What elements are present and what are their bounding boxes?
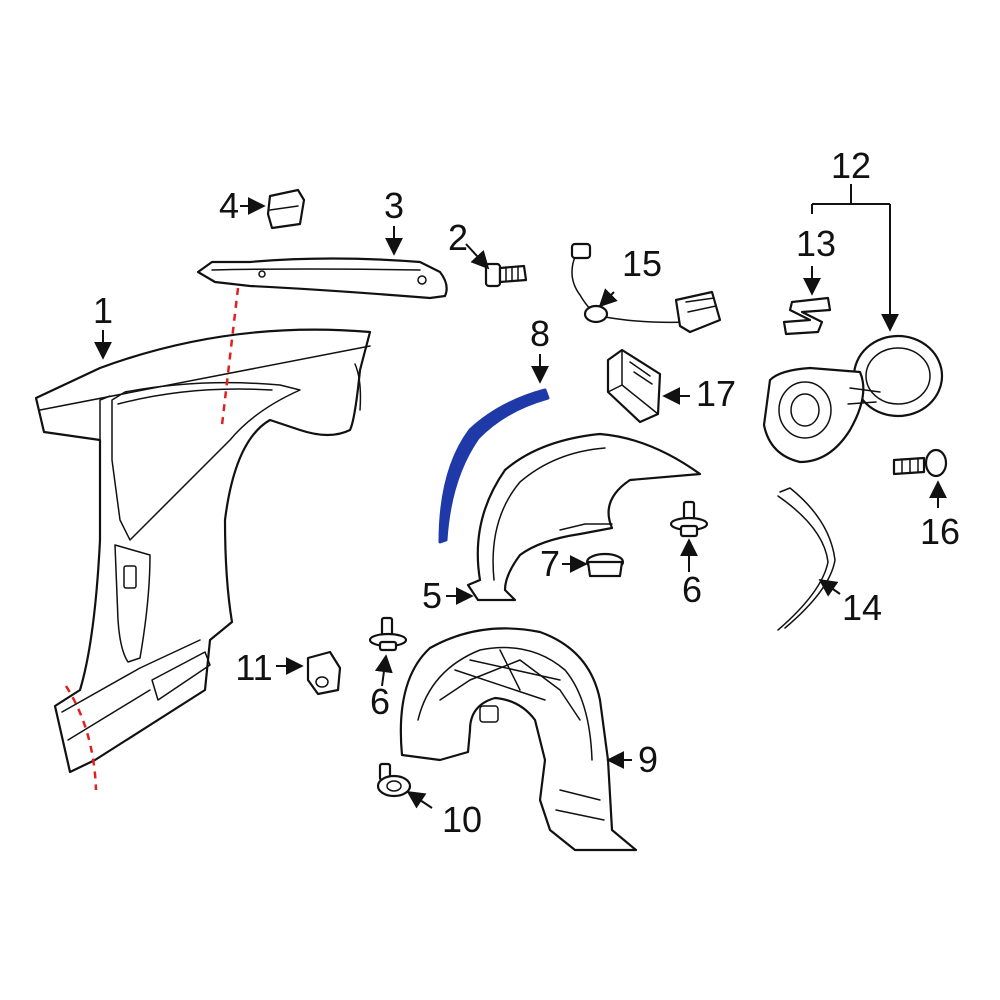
emblem-13[interactable]	[782, 296, 832, 336]
callout-10[interactable]: 10	[442, 799, 482, 840]
callout-15[interactable]: 15	[622, 243, 662, 284]
bolt-2[interactable]	[484, 262, 528, 288]
callout-12[interactable]: 12	[831, 145, 871, 186]
callout-4[interactable]: 4	[219, 185, 239, 226]
callout-8[interactable]: 8	[530, 313, 550, 354]
callout-5[interactable]: 5	[422, 575, 442, 616]
bolt-10[interactable]	[376, 762, 412, 798]
cut-line-roof	[220, 287, 240, 426]
cut-line-rocker	[64, 685, 98, 791]
wheelhouse-liner[interactable]	[399, 627, 638, 852]
wheel-opening-molding[interactable]	[438, 388, 550, 544]
actuator-17[interactable]	[606, 348, 662, 424]
callout-1[interactable]: 1	[93, 290, 113, 331]
callout-11[interactable]: 11	[235, 647, 272, 688]
callout-17[interactable]: 17	[696, 373, 736, 414]
callout-7[interactable]: 7	[540, 543, 560, 584]
push-pin-6-lower[interactable]	[368, 616, 408, 652]
clip-11[interactable]	[306, 650, 342, 696]
callout-3[interactable]: 3	[384, 185, 404, 226]
callout-numbers: 1 2 3 4 5 6 7 8 9 10 11 12 13 14 15 16 1…	[93, 145, 960, 840]
screw-16[interactable]	[892, 448, 948, 478]
callout-6-upper[interactable]: 6	[682, 569, 702, 610]
callout-13[interactable]: 13	[796, 223, 836, 264]
callout-2[interactable]: 2	[448, 217, 468, 258]
wheel-opening-extension[interactable]	[466, 432, 702, 602]
bracket[interactable]	[266, 188, 306, 230]
callout-9[interactable]: 9	[638, 739, 658, 780]
fuel-door-assembly[interactable]	[762, 334, 944, 464]
upper-rail[interactable]	[196, 257, 448, 300]
leader-lines	[94, 184, 947, 809]
quarter-panel[interactable]	[34, 328, 372, 774]
nut-7[interactable]	[585, 552, 625, 578]
wiring-harness[interactable]	[570, 242, 722, 334]
push-pin-6-upper[interactable]	[669, 500, 709, 538]
callout-16[interactable]: 16	[920, 511, 960, 552]
callout-14[interactable]: 14	[842, 587, 882, 628]
drain-hose[interactable]	[777, 487, 836, 631]
callout-6-lower[interactable]: 6	[370, 681, 390, 722]
